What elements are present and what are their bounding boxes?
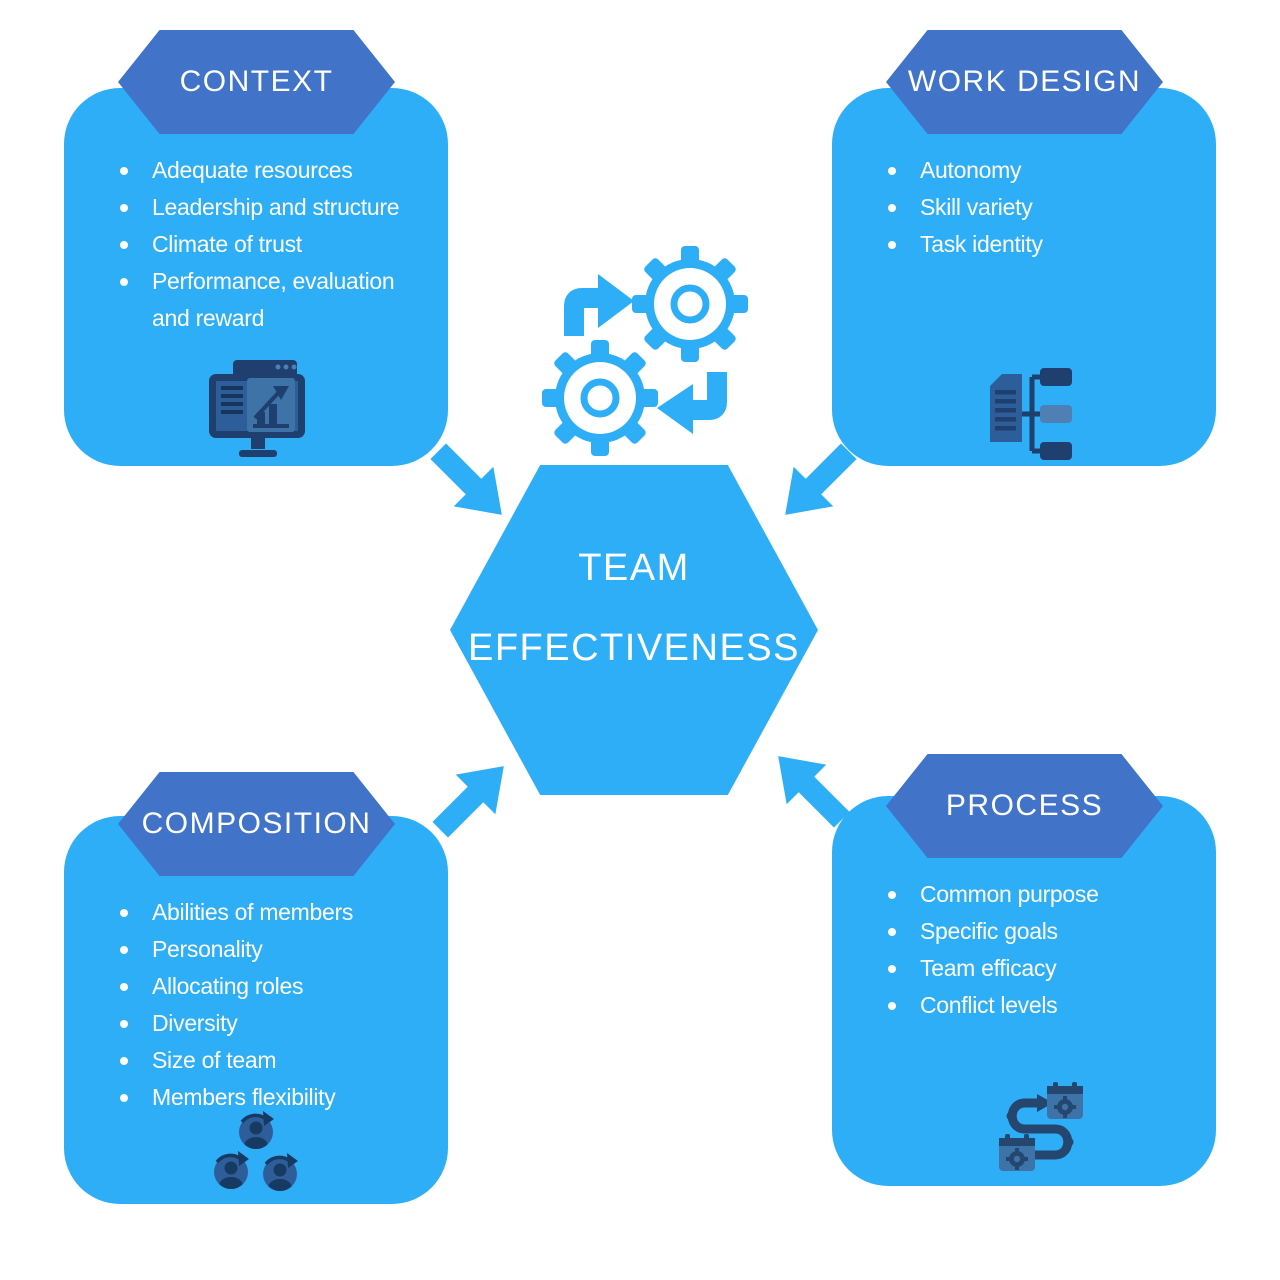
list-item: Leadership and structure <box>120 189 432 226</box>
list-item: Allocating roles <box>120 968 353 1005</box>
document-structure-icon <box>990 368 1072 460</box>
composition-title: COMPOSITION <box>141 807 372 840</box>
list-item: Personality <box>120 931 353 968</box>
center-title-line1: TEAM <box>578 547 690 589</box>
list-item: Conflict levels <box>888 987 1099 1024</box>
list-item: Diversity <box>120 1005 353 1042</box>
list-item: Members flexibility <box>120 1079 353 1116</box>
list-item: Autonomy <box>888 152 1043 189</box>
gears-sync-icon <box>542 246 748 456</box>
list-item: Task identity <box>888 226 1043 263</box>
list-item: Abilities of members <box>120 894 353 931</box>
monitor-analytics-icon <box>209 360 305 457</box>
list-item: Adequate resources <box>120 152 432 189</box>
list-item: Common purpose <box>888 876 1099 913</box>
arrow-context-to-center <box>430 443 502 515</box>
process-header: PROCESS <box>886 754 1163 858</box>
arrow-work-design-to-center <box>785 443 857 515</box>
team-members-rotation-icon <box>214 1111 298 1191</box>
process-card <box>832 796 1216 1186</box>
list-item: Team efficacy <box>888 950 1099 987</box>
context-list: Adequate resources Leadership and struct… <box>120 152 432 337</box>
workflow-schedule-icon <box>999 1082 1083 1171</box>
composition-header: COMPOSITION <box>118 772 395 876</box>
list-item: Size of team <box>120 1042 353 1079</box>
arrow-composition-to-center <box>432 766 504 838</box>
work-design-header: WORK DESIGN <box>886 30 1163 134</box>
center-title-line2: EFFECTIVENESS <box>468 627 800 669</box>
center-hexagon: TEAM EFFECTIVENESS <box>450 465 818 795</box>
process-list: Common purpose Specific goals Team effic… <box>888 876 1099 1024</box>
context-title: CONTEXT <box>179 65 334 98</box>
list-item: Skill variety <box>888 189 1043 226</box>
context-header: CONTEXT <box>118 30 395 134</box>
list-item: Climate of trust <box>120 226 432 263</box>
list-item: Specific goals <box>888 913 1099 950</box>
composition-list: Abilities of members Personality Allocat… <box>120 894 353 1116</box>
list-item: Performance, evaluation and reward <box>120 263 432 337</box>
work-design-list: Autonomy Skill variety Task identity <box>888 152 1043 263</box>
work-design-title: WORK DESIGN <box>907 65 1142 98</box>
work-design-card <box>832 88 1216 466</box>
process-title: PROCESS <box>945 789 1104 822</box>
arrow-process-to-center <box>778 756 850 828</box>
